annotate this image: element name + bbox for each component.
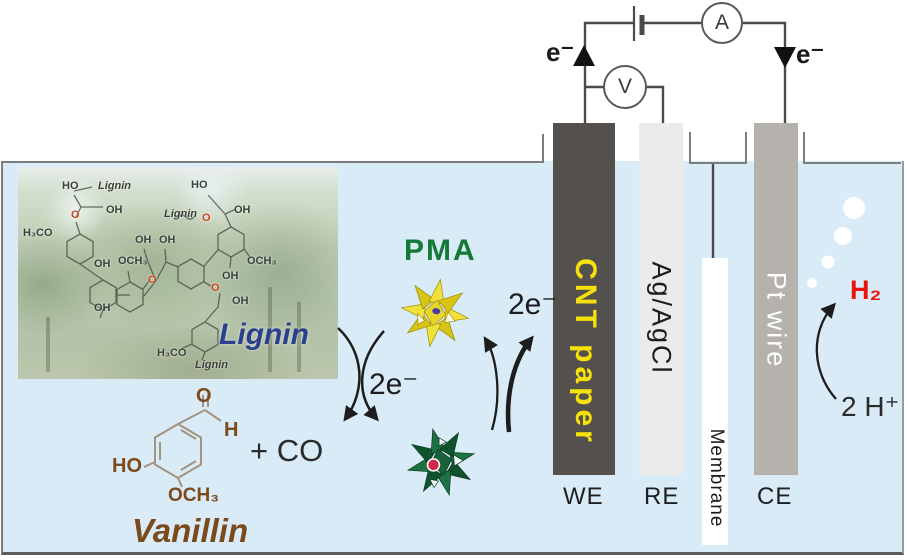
- two-electron-label-right: 2e⁻: [508, 288, 558, 321]
- lignin-structure-label: OH: [234, 204, 251, 216]
- vanillin-carbonyl-o-label: O: [196, 385, 212, 407]
- proton-to-hydrogen-arrow: [815, 302, 837, 400]
- lignin-structure-label: O: [71, 209, 80, 221]
- lignin-photo-panel: HO Lignin OH O H₃CO OH OH OH OCH₃ O Lign…: [18, 167, 338, 379]
- lignin-structure-label: Lignin: [195, 359, 228, 371]
- lignin-structure-label: H₃CO: [157, 347, 187, 359]
- voltmeter-icon: [603, 65, 647, 109]
- reference-electrode-role: RE: [644, 483, 680, 510]
- voltmeter-label: V: [617, 75, 632, 98]
- lignin-structure-label: OH: [232, 295, 249, 307]
- counter-electrode-bar: [754, 123, 798, 475]
- lignin-structure-label: O: [202, 212, 211, 224]
- electron-label-right: e⁻: [796, 39, 825, 69]
- working-electrode-role: WE: [563, 483, 604, 510]
- hydrogen-bubbles: [807, 197, 865, 288]
- membrane-bar: [702, 258, 728, 545]
- proton-label: 2 H⁺: [841, 391, 900, 422]
- lignin-structure-label: OH: [222, 270, 239, 282]
- lignin-structure-label: HO: [62, 180, 79, 192]
- working-electrode-label: CNT paper: [569, 258, 602, 446]
- lignin-to-vanillin-arrow: [337, 327, 361, 422]
- lignin-structure-drawing: [46, 186, 301, 372]
- lignin-structure-label: OH: [159, 234, 176, 246]
- membrane-label: Membrane: [706, 428, 727, 528]
- vanillin-methoxy-label: OCH₃: [168, 485, 220, 506]
- lignin-structure-label: OH: [94, 302, 111, 314]
- circuit-wires: [583, 21, 787, 259]
- pma-reduced-cluster: [406, 427, 476, 497]
- ammeter-icon: [701, 2, 743, 44]
- pma-ox-to-red-arrow: [360, 330, 385, 422]
- counter-electrode-role: CE: [757, 483, 793, 510]
- electron-flow-down-arrow: [774, 47, 796, 68]
- lignin-structure-label: HO: [191, 179, 208, 191]
- reference-electrode-label: Ag/AgCl: [646, 261, 677, 375]
- lignin-structure-label: OH: [94, 258, 111, 270]
- vanillin-hydroxyl-label: HO: [112, 455, 142, 477]
- battery-icon: [632, 6, 645, 41]
- electron-flow-up-arrow: [573, 45, 595, 66]
- vanillin-aldehyde-h-label: H: [224, 419, 239, 441]
- two-electron-label-left: 2e⁻: [369, 368, 419, 401]
- lignin-structure-label: H₃CO: [23, 227, 53, 239]
- lignin-structure-label: OH: [135, 234, 152, 246]
- ammeter-label: A: [714, 11, 729, 34]
- vanillin-structure: [143, 395, 222, 488]
- pma-oxidized-cluster: [400, 278, 470, 348]
- lignin-structure-label: OCH₃: [247, 255, 277, 267]
- lignin-structure-label: OH: [106, 204, 123, 216]
- pma-red-to-ox-arrow: [483, 336, 499, 431]
- working-electrode-bar: [553, 123, 615, 475]
- pma-label: PMA: [404, 234, 477, 267]
- co-byproduct-label: + CO: [250, 433, 324, 468]
- lignin-structure-label: O: [148, 274, 157, 286]
- lignin-structure-label: OCH₃: [118, 255, 148, 267]
- reference-electrode-bar: [639, 123, 683, 475]
- cell-rim-lines: [1, 132, 901, 164]
- lignin-structure-label: O: [211, 282, 220, 294]
- electron-label-left: e⁻: [546, 37, 575, 67]
- lignin-title: Lignin: [219, 318, 309, 351]
- reaction-arrows: [337, 302, 837, 433]
- counter-electrode-label: Pt wire: [761, 271, 792, 369]
- lignin-structure-label: Lignin: [98, 180, 131, 192]
- hydrogen-label: H₂: [850, 275, 882, 305]
- vanillin-title: Vanillin: [132, 512, 249, 549]
- lignin-structure-label: Lignin: [164, 208, 197, 220]
- electron-to-electrode-arrow: [505, 335, 534, 433]
